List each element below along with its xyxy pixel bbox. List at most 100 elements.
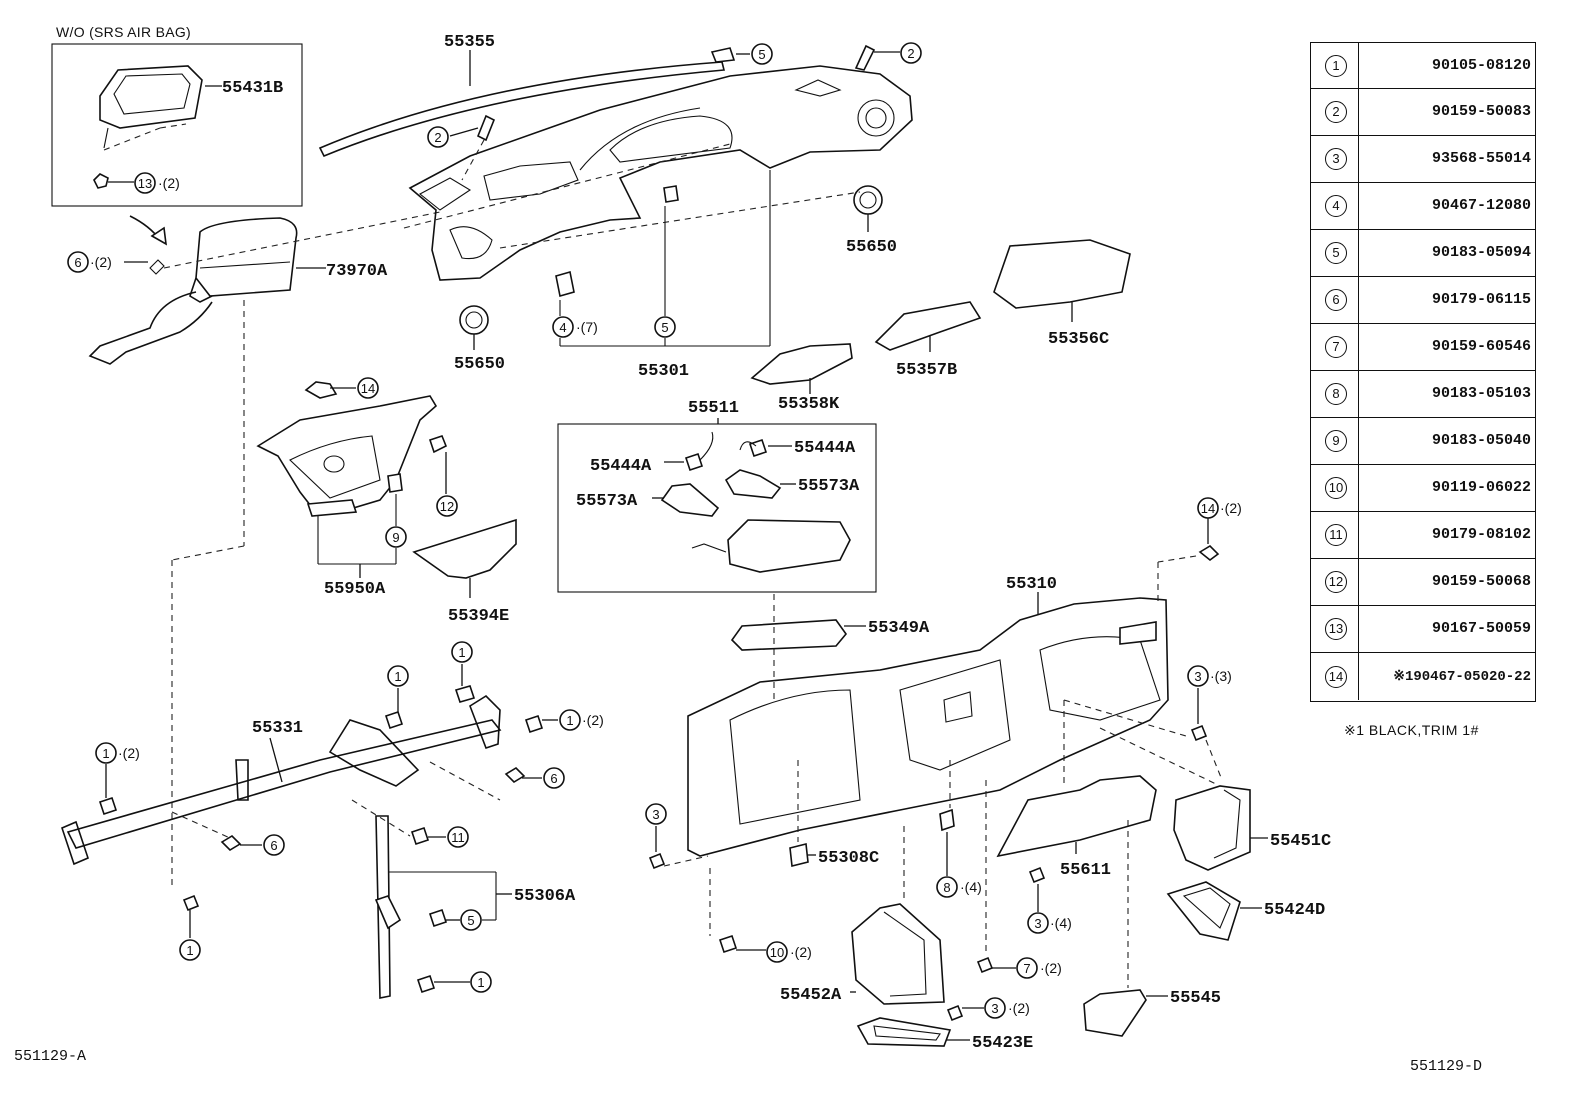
callout-4 — [552, 316, 574, 338]
label-73970A: 73970A — [326, 262, 388, 281]
callout-number: 14 — [1325, 665, 1347, 688]
duct-55451C — [1173, 785, 1251, 871]
screw-12 — [428, 435, 448, 454]
part-number: 90183-05094 — [1431, 244, 1531, 261]
callout-number: 2 — [1325, 101, 1347, 123]
label-55511: 55511 — [688, 399, 739, 418]
label-55444A-right: 55444A — [794, 439, 856, 458]
part-number: 90179-08102 — [1431, 526, 1531, 543]
mat-55423E — [856, 1017, 952, 1047]
table-row: 7 90159-60546 — [1311, 324, 1535, 371]
part-number: 93568-55014 — [1431, 150, 1531, 167]
callout-6-mid — [543, 767, 565, 789]
footnote: ※1 BLACK,TRIM 1# — [1344, 722, 1479, 738]
screw-2-top — [854, 44, 876, 71]
svg-text:6: 6 — [74, 255, 81, 270]
clip-55308C — [789, 843, 809, 867]
svg-text:14: 14 — [1201, 501, 1215, 516]
callout-number: 10 — [1325, 477, 1347, 499]
callout-1-brace — [470, 971, 492, 993]
label-55355: 55355 — [444, 33, 495, 52]
svg-text:14: 14 — [361, 381, 375, 396]
inset-cover-55431B — [99, 65, 203, 151]
instrument-panel-55310 — [687, 597, 1169, 857]
label-55431B: 55431B — [222, 79, 283, 98]
callout-2-top — [900, 42, 922, 64]
airbag-module-73970A — [88, 217, 298, 365]
qty-13: ·(2) — [158, 175, 180, 191]
callout-3-left — [645, 803, 667, 825]
inset-box — [51, 43, 303, 207]
callout-1-bottom — [179, 939, 201, 961]
callout-1-top — [451, 641, 473, 663]
callout-5-top — [751, 43, 773, 65]
part-number: 90159-50068 — [1431, 573, 1531, 590]
part-number: 90105-08120 — [1431, 56, 1531, 74]
label-55306A: 55306A — [514, 887, 576, 906]
qty-7: ·(2) — [1040, 960, 1062, 976]
part-number: 90159-60546 — [1431, 338, 1531, 355]
label-55452A: 55452A — [780, 986, 842, 1005]
callout-3-mid — [1027, 912, 1049, 934]
cover-55545 — [1083, 989, 1147, 1037]
callout-number: 12 — [1325, 571, 1347, 593]
callout-number: 7 — [1325, 336, 1347, 358]
svg-text:1: 1 — [566, 713, 573, 728]
label-55357B: 55357B — [896, 361, 957, 380]
table-row: 12 90159-50068 — [1311, 559, 1535, 606]
svg-text:5: 5 — [661, 320, 668, 335]
svg-text:3: 3 — [1194, 669, 1201, 684]
label-55611: 55611 — [1060, 861, 1111, 880]
insulator-55357B — [874, 301, 982, 351]
clip-4 — [555, 270, 575, 298]
screw-13 — [93, 173, 134, 189]
insulator-55358K — [750, 343, 853, 385]
callout-1-left — [95, 742, 117, 764]
svg-text:4: 4 — [559, 320, 566, 335]
label-55358K: 55358K — [778, 395, 840, 414]
label-55308C: 55308C — [818, 849, 879, 868]
label-55545: 55545 — [1170, 989, 1221, 1008]
diagram-code-right: 551129-D — [1410, 1058, 1483, 1075]
svg-text:11: 11 — [451, 830, 465, 845]
svg-text:12: 12 — [440, 499, 454, 514]
callout-7 — [1016, 957, 1038, 979]
svg-text:13: 13 — [138, 176, 152, 191]
qty-8: ·(4) — [960, 879, 982, 895]
inset-title: W/O (SRS AIR BAG) — [56, 24, 192, 40]
label-55423E: 55423E — [972, 1034, 1033, 1053]
callout-14-right — [1197, 497, 1219, 519]
label-55650-left: 55650 — [454, 355, 505, 374]
svg-text:3: 3 — [1034, 916, 1041, 931]
callout-number: 9 — [1325, 430, 1347, 452]
svg-text:5: 5 — [758, 47, 765, 62]
label-55356C: 55356C — [1048, 330, 1109, 349]
cover-55394E — [412, 518, 517, 579]
qty-14: ·(2) — [1220, 500, 1242, 516]
svg-text:3: 3 — [652, 807, 659, 822]
part-number: 90183-05103 — [1431, 385, 1531, 402]
callout-12 — [436, 495, 458, 517]
part-number: 90159-50083 — [1431, 103, 1531, 120]
callout-1-right — [559, 709, 581, 731]
label-55331: 55331 — [252, 719, 303, 738]
defroster-strip-55355 — [318, 61, 726, 158]
clip-14-upper — [304, 381, 338, 399]
qty-3-right: ·(3) — [1210, 668, 1232, 684]
qty-3-low: ·(2) — [1008, 1000, 1030, 1016]
upper-instrument-panel-55301 — [408, 65, 913, 281]
air-vent-55650-left — [459, 305, 489, 335]
part-number: ※190467-05020-22 — [1393, 668, 1531, 685]
svg-text:1: 1 — [102, 746, 109, 761]
svg-text:2: 2 — [434, 130, 441, 145]
callout-3-right — [1187, 665, 1209, 687]
insulator-55356C — [993, 239, 1131, 309]
callout-number: 13 — [1325, 618, 1347, 640]
